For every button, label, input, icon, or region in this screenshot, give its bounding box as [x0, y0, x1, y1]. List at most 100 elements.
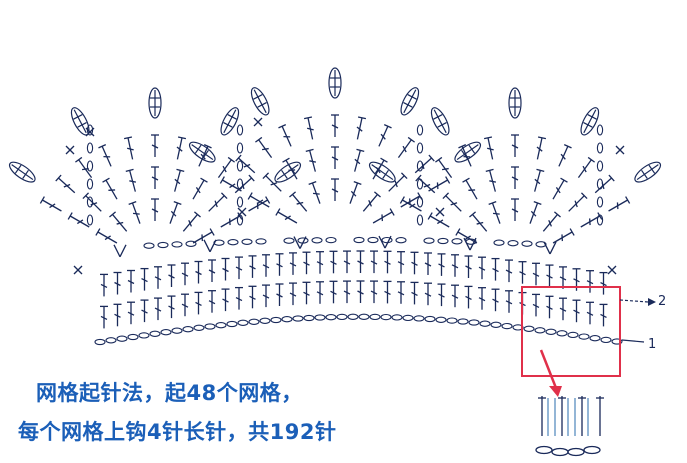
- row2-pointer: [619, 299, 649, 303]
- chain-stitch: [380, 313, 392, 321]
- double-crochet: [571, 299, 582, 323]
- row1-pointer: [621, 339, 645, 343]
- chain-stitch: [413, 315, 425, 322]
- chain-stitch: [236, 142, 244, 154]
- double-crochet: [126, 301, 136, 325]
- double-crochet: [510, 166, 520, 190]
- chain-stitch: [424, 315, 436, 323]
- double-crochet: [369, 280, 379, 304]
- double-crochet: [436, 253, 447, 277]
- double-crochet: [315, 281, 325, 305]
- double-crochet: [370, 207, 395, 228]
- double-crochet: [82, 192, 105, 215]
- double-crochet: [463, 285, 474, 310]
- leaf-motif: [451, 137, 485, 167]
- chain-stitch: [213, 239, 225, 246]
- chain-stitch: [314, 314, 326, 321]
- double-crochet: [150, 166, 160, 190]
- double-crochet: [150, 198, 160, 222]
- double-crochet: [112, 303, 123, 327]
- chain-stitch: [236, 178, 244, 190]
- double-crochet: [531, 262, 541, 286]
- double-crochet: [139, 299, 150, 323]
- chain-stitch: [138, 332, 150, 339]
- double-crochet: [355, 250, 366, 274]
- caption-line-1: 网格起针法，起48个网格，: [36, 381, 303, 405]
- double-crochet: [585, 270, 595, 294]
- double-crochet: [220, 288, 231, 312]
- double-crochet: [477, 287, 487, 311]
- chain-stitch: [149, 330, 161, 337]
- double-crochet: [510, 134, 520, 158]
- double-crochet: [385, 172, 408, 195]
- row-label-2: 2: [658, 294, 667, 309]
- double-crochet: [409, 281, 420, 306]
- double-crochet: [261, 284, 271, 308]
- chain-stitch: [236, 196, 244, 208]
- double-crochet: [461, 177, 482, 202]
- chain-stitch: [501, 322, 513, 330]
- single-crochet: [65, 145, 75, 155]
- double-crochet: [234, 256, 244, 280]
- double-crochet: [427, 211, 452, 232]
- double-crochet: [531, 293, 541, 318]
- v-stitch: [113, 244, 127, 258]
- chain-stitch: [227, 239, 239, 246]
- double-crochet: [235, 154, 259, 177]
- chain-stitch: [94, 338, 106, 346]
- chain-stitch: [423, 237, 435, 244]
- double-crochet: [231, 174, 255, 197]
- chain-stitch: [381, 236, 393, 244]
- chain-stitch: [86, 142, 94, 154]
- chain-stitch: [311, 237, 323, 244]
- chain-stitch: [416, 214, 424, 226]
- double-crochet: [450, 284, 460, 308]
- double-crochet: [350, 148, 365, 174]
- double-crochet: [554, 143, 573, 169]
- inset-detail: [535, 396, 604, 457]
- chain-stitch: [116, 335, 128, 342]
- double-crochet: [330, 114, 340, 138]
- highlight-arrow: [539, 349, 558, 389]
- double-crochet: [214, 156, 236, 181]
- chain-stitch: [325, 314, 337, 321]
- double-crochet: [274, 283, 285, 307]
- chain-stitch: [347, 313, 359, 320]
- double-crochet: [328, 250, 339, 274]
- chain-stitch: [578, 333, 590, 340]
- double-crochet: [275, 207, 300, 228]
- chain-stitch: [545, 328, 557, 335]
- chain-stitch: [596, 160, 604, 172]
- chain-stitch: [596, 178, 604, 190]
- chain-stitch: [259, 317, 271, 324]
- double-crochet: [342, 250, 352, 274]
- double-crochet: [374, 123, 393, 149]
- single-crochet: [607, 265, 617, 275]
- single-crochet: [237, 207, 247, 217]
- double-crochet: [382, 250, 393, 274]
- double-crochet: [125, 168, 140, 194]
- leaf-motif: [427, 104, 454, 138]
- double-crochet: [220, 257, 231, 282]
- double-crochet: [483, 136, 498, 161]
- double-crochet: [128, 200, 145, 226]
- double-crochet: [477, 256, 487, 280]
- chain-stitch: [204, 323, 216, 330]
- double-crochet: [530, 168, 545, 194]
- double-crochet: [150, 134, 160, 158]
- double-crochet: [108, 211, 131, 235]
- double-crochet: [517, 261, 528, 285]
- double-crochet: [382, 280, 393, 305]
- double-crochet: [394, 136, 416, 161]
- double-crochet: [411, 154, 435, 177]
- double-crochet: [345, 180, 362, 206]
- double-crochet: [261, 254, 271, 278]
- double-crochet: [525, 200, 542, 226]
- double-crochet: [126, 269, 136, 294]
- single-crochet: [435, 207, 445, 217]
- double-crochet: [504, 290, 514, 314]
- double-crochet: [288, 282, 298, 306]
- leaf-motif: [508, 87, 522, 119]
- double-crochet: [342, 280, 352, 304]
